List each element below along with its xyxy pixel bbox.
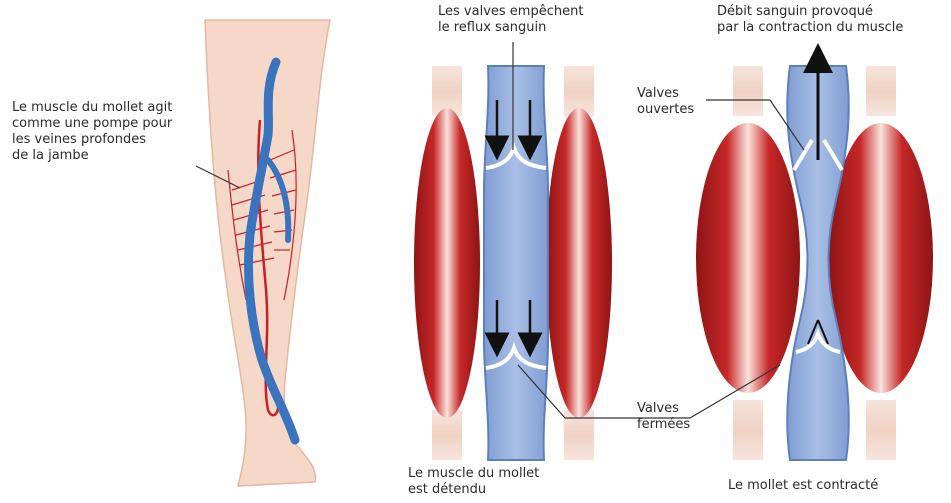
- relaxed-caption: Le muscle du mollet est détendu: [408, 466, 539, 498]
- leg-note-label: Le muscle du mollet agit comme une pompe…: [12, 100, 172, 164]
- flow-label: Débit sanguin provoqué par la contractio…: [717, 4, 903, 36]
- leg-illustration: [196, 20, 330, 486]
- tendon-c-left-bottom: [733, 400, 763, 460]
- contracted-caption: Le mollet est contracté: [728, 478, 878, 494]
- muscle-c-right: [829, 123, 933, 393]
- contracted-line1: Le mollet est contracté: [728, 478, 878, 494]
- muscle-right: [546, 108, 612, 418]
- valves-prevent-line2: le reflux sanguin: [438, 20, 583, 36]
- tendon-c-left-top: [733, 66, 763, 116]
- leg-note-line1: Le muscle du mollet agit: [12, 100, 172, 116]
- relaxed-panel: [414, 42, 612, 460]
- valves-open-line2: ouvertes: [637, 102, 694, 118]
- tendon-c-right-bottom: [866, 400, 896, 460]
- valves-open-line1: Valves: [637, 86, 694, 102]
- muscle-left: [414, 108, 480, 418]
- valves-prevent-label: Les valves empêchent le reflux sanguin: [438, 4, 583, 36]
- vein-relaxed: [484, 66, 548, 460]
- valves-open-label: Valves ouvertes: [637, 86, 694, 118]
- valves-prevent-line1: Les valves empêchent: [438, 4, 583, 20]
- flow-line1: Débit sanguin provoqué: [717, 4, 903, 20]
- tendon-c-right-top: [866, 66, 896, 116]
- leg-note-line3: les veines profondes: [12, 132, 172, 148]
- muscle-c-left: [696, 123, 800, 393]
- relaxed-line2: est détendu: [408, 482, 539, 498]
- leg-note-line4: de la jambe: [12, 148, 172, 164]
- leg-note-line2: comme une pompe pour: [12, 116, 172, 132]
- valves-closed-label: Valves fermées: [637, 401, 690, 433]
- valves-closed-line2: fermées: [637, 417, 690, 433]
- valves-closed-line1: Valves: [637, 401, 690, 417]
- flow-line2: par la contraction du muscle: [717, 20, 903, 36]
- relaxed-line1: Le muscle du mollet: [408, 466, 539, 482]
